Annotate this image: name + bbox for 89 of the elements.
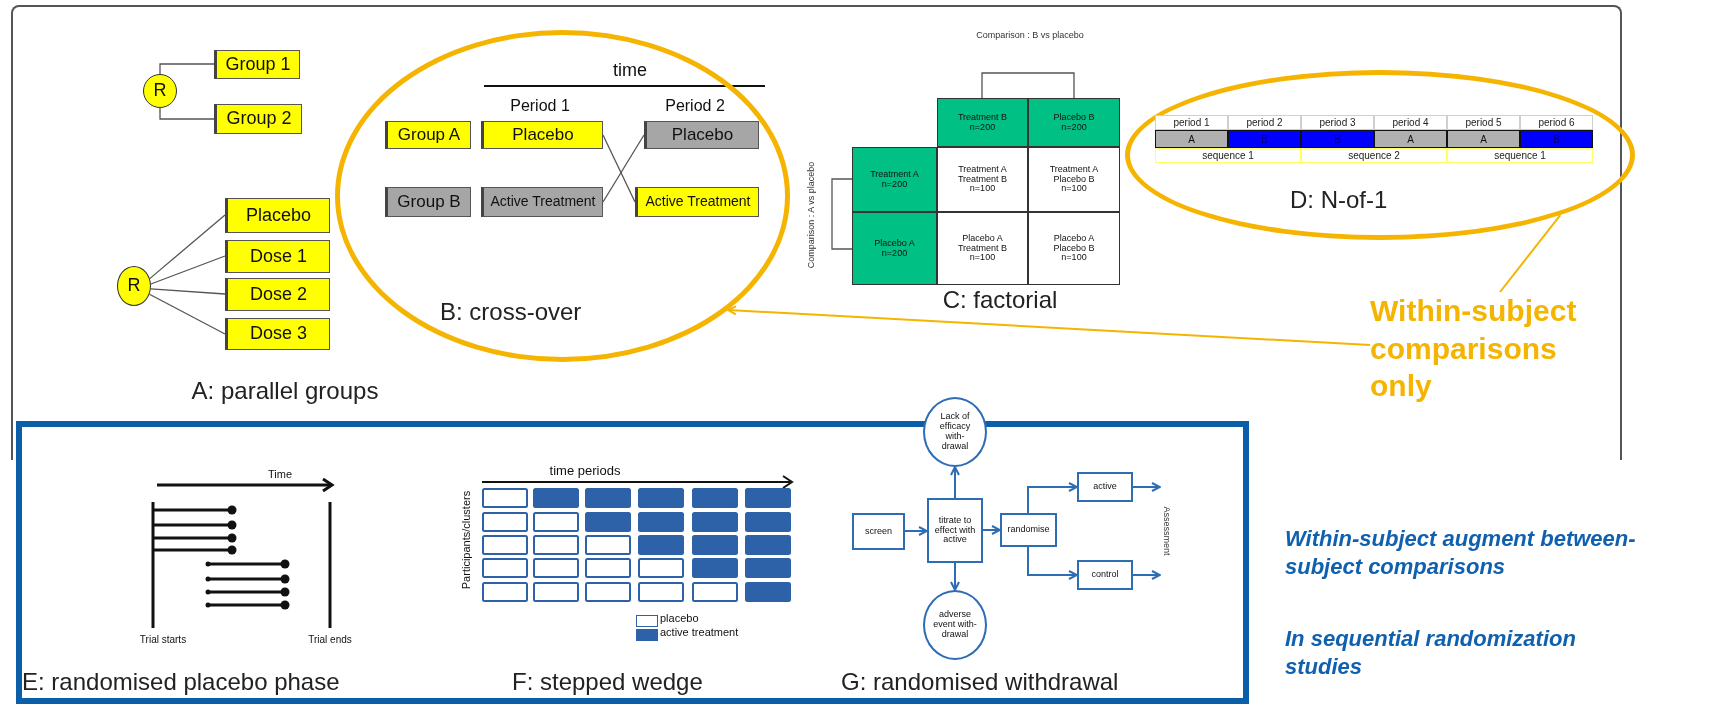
process-box: screen bbox=[852, 513, 905, 550]
note-text: Within-subject augment between-subject comparisons bbox=[1285, 525, 1637, 581]
connector-line bbox=[159, 107, 215, 120]
arrow bbox=[1027, 482, 1078, 514]
factorial-cell: Placebo A n=200 bbox=[852, 212, 937, 285]
treatment-box: Active Treatment bbox=[635, 187, 759, 217]
panel-caption: C: factorial bbox=[941, 286, 1059, 314]
note-text: In sequential randomization studies bbox=[1285, 625, 1577, 681]
treatment-cell: B bbox=[1301, 130, 1374, 148]
axis-label: Participants/clusters bbox=[460, 489, 472, 592]
connector-line bbox=[149, 214, 226, 280]
treatment-cell: B bbox=[1520, 130, 1593, 148]
treatment-cell: B bbox=[1228, 130, 1301, 148]
timeline-label: Trial ends bbox=[307, 632, 353, 646]
edge-label: Comparison : B vs placebo bbox=[975, 29, 1085, 43]
treatment-box: Placebo bbox=[481, 121, 603, 149]
panel-frame bbox=[16, 421, 1249, 704]
treatment-box: Placebo bbox=[644, 121, 759, 149]
randomisation-circle: R bbox=[143, 74, 177, 108]
connector-line bbox=[148, 293, 226, 335]
connector-line bbox=[150, 288, 226, 295]
highlight-ellipse bbox=[335, 30, 790, 362]
arm-box: Dose 1 bbox=[225, 240, 330, 273]
withdrawal-circle: adverse event with-drawal bbox=[923, 590, 987, 660]
arrow bbox=[982, 525, 1001, 535]
sequence-cell: sequence 1 bbox=[1155, 148, 1301, 163]
arm-box: Placebo bbox=[225, 198, 330, 233]
axis-label: Time bbox=[266, 467, 293, 481]
connector-line bbox=[1499, 214, 1562, 293]
group-box: Group B bbox=[385, 187, 471, 217]
treatment-cell: A bbox=[1374, 130, 1447, 148]
period-label: Period 1 bbox=[509, 96, 571, 116]
annotation-text: Within-subject comparisons only bbox=[1370, 292, 1620, 412]
arrow bbox=[1132, 482, 1161, 492]
connector-line bbox=[602, 134, 636, 203]
process-box: active bbox=[1077, 472, 1133, 502]
group-box: Group 2 bbox=[214, 104, 302, 134]
treatment-cell: A bbox=[1447, 130, 1520, 148]
sequence-cell: sequence 2 bbox=[1301, 148, 1447, 163]
process-box: titrate to effect with active bbox=[927, 498, 983, 563]
arm-box: Dose 2 bbox=[225, 278, 330, 311]
panel-caption: A: parallel groups bbox=[190, 376, 380, 406]
period-label: Period 2 bbox=[664, 96, 726, 116]
period-header: period 5 bbox=[1447, 115, 1520, 130]
group-box: Group 1 bbox=[214, 50, 300, 79]
legend-label: placebo bbox=[660, 612, 700, 626]
connector-line bbox=[831, 178, 853, 250]
edge-label: Comparison : A vs placebo bbox=[806, 160, 818, 271]
treatment-cell: A bbox=[1155, 130, 1228, 148]
factorial-cell: Treatment A Treatment B n=100 bbox=[937, 147, 1028, 212]
withdrawal-circle: Lack of efficacy with-drawal bbox=[923, 397, 987, 467]
randomisation-circle: R bbox=[117, 266, 151, 306]
connector-line bbox=[981, 72, 1075, 99]
treatment-box: Active Treatment bbox=[481, 187, 603, 217]
panel-caption: E: randomised placebo phase bbox=[22, 668, 340, 696]
factorial-cell: Treatment B n=200 bbox=[937, 98, 1028, 147]
connector-line bbox=[159, 63, 215, 75]
sequence-cell: sequence 1 bbox=[1447, 148, 1593, 163]
period-header: period 1 bbox=[1155, 115, 1228, 130]
panel-caption: G: randomised withdrawal bbox=[841, 668, 1119, 696]
arrow bbox=[1027, 546, 1078, 580]
assessment-label: Assessment bbox=[1160, 471, 1172, 591]
arrow bbox=[1132, 570, 1161, 580]
factorial-cell: Treatment A Placebo B n=100 bbox=[1028, 147, 1120, 212]
arrow bbox=[726, 305, 1371, 346]
factorial-cell: Placebo A Placebo B n=100 bbox=[1028, 212, 1120, 285]
panel-caption: B: cross-over bbox=[440, 298, 582, 326]
factorial-cell: Placebo B n=200 bbox=[1028, 98, 1120, 147]
period-header: period 3 bbox=[1301, 115, 1374, 130]
connector-line bbox=[150, 255, 226, 285]
arrow bbox=[904, 526, 928, 536]
connector-line bbox=[602, 134, 645, 203]
axis-label: time periods bbox=[548, 463, 622, 479]
arrow bbox=[950, 562, 960, 591]
panel-caption: F: stepped wedge bbox=[512, 668, 703, 696]
panel-caption: D: N-of-1 bbox=[1290, 186, 1388, 214]
legend-label: active treatment bbox=[660, 626, 740, 640]
arrow bbox=[950, 466, 960, 499]
process-box: control bbox=[1077, 560, 1133, 590]
factorial-cell: Placebo A Treatment B n=100 bbox=[937, 212, 1028, 285]
period-header: period 6 bbox=[1520, 115, 1593, 130]
group-box: Group A bbox=[385, 121, 471, 149]
period-header: period 2 bbox=[1228, 115, 1301, 130]
timeline-label: Trial starts bbox=[138, 632, 188, 646]
process-box: randomise bbox=[1000, 513, 1057, 547]
axis-label: time bbox=[612, 60, 648, 82]
period-header: period 4 bbox=[1374, 115, 1447, 130]
arm-box: Dose 3 bbox=[225, 318, 330, 350]
factorial-cell: Treatment A n=200 bbox=[852, 147, 937, 212]
